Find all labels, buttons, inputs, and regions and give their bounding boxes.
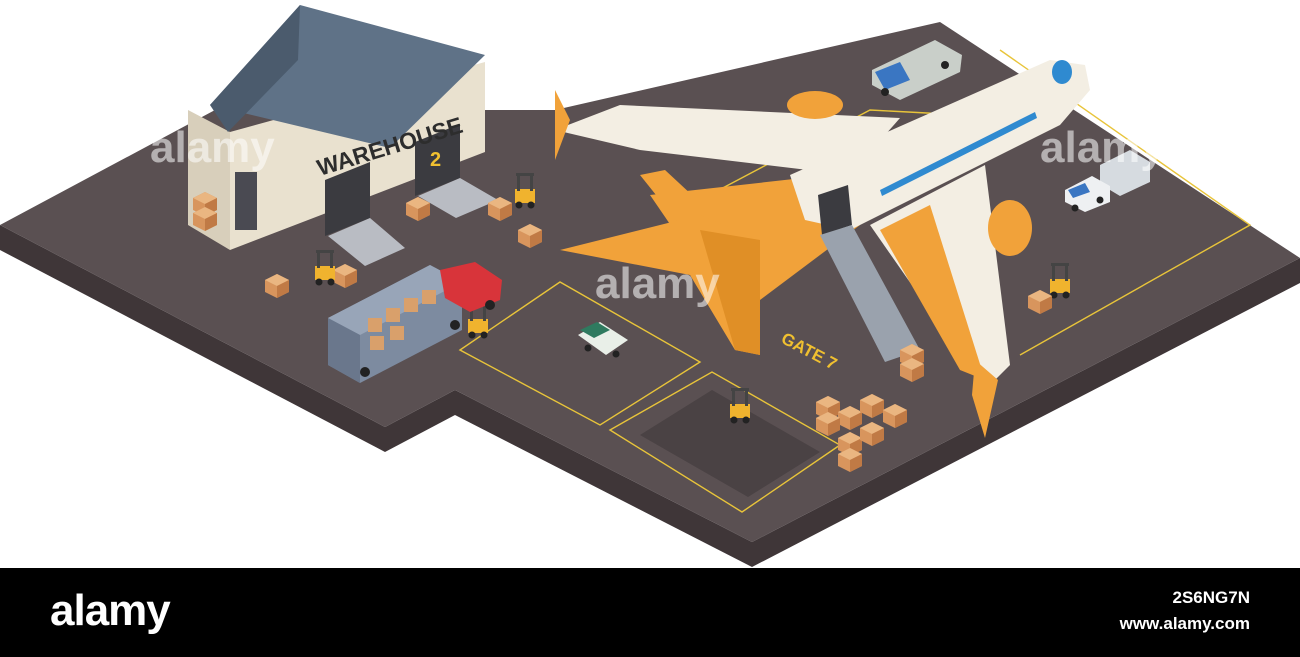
plane-windows xyxy=(880,112,1037,196)
warehouse-door-left xyxy=(235,172,257,230)
ground-side-mid xyxy=(385,390,455,452)
loading-bay-1 xyxy=(325,162,370,236)
ground-side-right xyxy=(752,258,1300,567)
plane-cargo-door xyxy=(818,185,852,235)
site-url: www.alamy.com xyxy=(1119,614,1250,633)
watermark: alamy xyxy=(150,123,275,172)
ground-side-left xyxy=(0,225,385,452)
plane-left-wing xyxy=(555,105,900,175)
loading-ramp-1 xyxy=(328,218,405,266)
footer-bar: alamy 2S6NG7N www.alamy.com xyxy=(0,568,1300,657)
warehouse-roof-side xyxy=(210,5,300,132)
loading-ramp-2 xyxy=(418,178,498,218)
airport-cargo-scene: WAREHOUSE 2 xyxy=(0,5,1300,567)
plane-cargo-ramp xyxy=(820,225,920,362)
image-id: 2S6NG7N xyxy=(1172,588,1250,607)
plane-engine-right xyxy=(988,200,1032,256)
service-car xyxy=(578,322,628,358)
cargo-truck xyxy=(328,262,502,383)
plane-fuselage xyxy=(790,60,1090,230)
warehouse-building: WAREHOUSE 2 xyxy=(188,5,498,266)
watermark: alamy xyxy=(595,259,720,308)
hatch-area xyxy=(640,390,820,497)
catering-truck xyxy=(1065,150,1150,212)
plane-engine-left xyxy=(787,91,843,119)
watermark: alamy xyxy=(1040,123,1165,172)
cargo-airplane xyxy=(555,60,1090,438)
loading-bay-2 xyxy=(415,124,460,196)
warehouse-door-number: 2 xyxy=(430,149,441,171)
ground-side-bottom xyxy=(455,390,752,567)
brand-logo: alamy xyxy=(50,586,171,635)
truck-cab xyxy=(440,262,502,312)
aircraft-tug xyxy=(872,40,962,100)
